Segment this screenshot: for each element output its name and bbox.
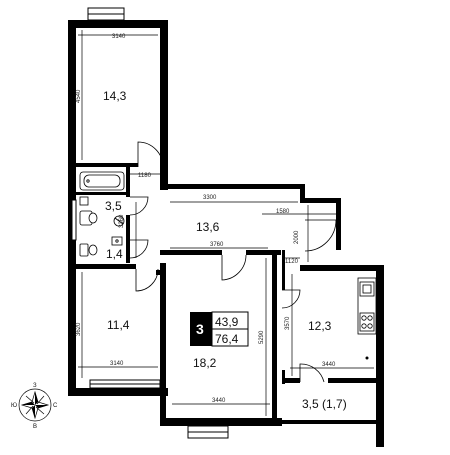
wall-hall-notch <box>300 184 305 202</box>
wall-hall-notch-top <box>300 198 340 203</box>
wall-center-top-right <box>246 250 281 255</box>
compass-ring <box>18 388 52 422</box>
wall-top-left <box>68 20 168 28</box>
dim-room1-length: 4540 <box>76 89 82 103</box>
area-toilet: 1,4 <box>106 247 123 261</box>
dim-hall-depth: 2000 <box>294 230 300 244</box>
wall-loggia-top-left <box>282 378 300 383</box>
wall-center-right <box>272 250 277 426</box>
door-wc <box>129 239 149 259</box>
total-area: 76,4 <box>215 332 239 346</box>
dim-kitchen-length: 3570 <box>285 316 291 330</box>
dim-center-width: 3440 <box>212 398 226 404</box>
dim-room1-width: 3140 <box>112 34 126 40</box>
door-room4 <box>135 268 159 292</box>
wall-kitchen-top <box>300 265 384 271</box>
windows <box>71 7 229 439</box>
room-count-box <box>190 312 212 346</box>
area-loggia: 3,5 (1,7) <box>302 397 347 411</box>
wall-center-left <box>160 270 166 426</box>
wall-room4-top <box>76 264 136 269</box>
wall-center-bottom <box>160 418 282 426</box>
door-center <box>221 254 247 281</box>
wall-hall-right <box>336 198 341 250</box>
compass-east: С <box>53 403 58 409</box>
dimension-labels: 3140 4540 1180 3360 3300 1580 3760 2000 … <box>76 34 336 404</box>
window-bath <box>71 199 77 241</box>
dim-bath-width: 1180 <box>138 173 152 179</box>
area-room4: 11,4 <box>107 318 130 332</box>
area-bathroom: 3,5 <box>105 199 122 213</box>
dim-kitchen-width: 3440 <box>322 362 336 368</box>
kitchen-outlet <box>365 356 369 360</box>
area-kitchen: 12,3 <box>308 319 332 333</box>
wall-loggia-top-right <box>328 378 384 383</box>
compass: З С В Ю <box>11 383 58 430</box>
wall-kitchen-right <box>376 265 384 447</box>
dim-room4-width: 3140 <box>110 361 124 367</box>
dim-center-length: 5290 <box>259 330 265 344</box>
wc-toilet <box>88 244 98 256</box>
wall-bath-right <box>126 167 130 197</box>
dim-kitchen-top: 1120 <box>285 259 299 265</box>
kitchen-stove <box>359 312 375 332</box>
room-areas: 14,3 3,5 1,4 13,6 11,4 18,2 12,3 3,5 (1,… <box>103 89 347 411</box>
bath-sink <box>79 196 89 206</box>
compass-south: В <box>33 424 37 430</box>
wall-room1-bottom <box>76 163 138 167</box>
compass-west: Ю <box>11 403 17 409</box>
door-entrance <box>304 219 337 252</box>
compass-north: З <box>33 383 37 389</box>
living-area: 43,9 <box>215 315 239 329</box>
wall-wc-right <box>126 215 130 263</box>
door-kitchen <box>281 289 301 309</box>
fixtures <box>79 171 377 360</box>
dim-hall-top: 3300 <box>203 195 217 201</box>
dim-wc-length: 3360 <box>119 214 125 228</box>
dim-room4-length: 3620 <box>76 322 82 336</box>
wall-bath-bottom <box>76 192 128 195</box>
area-room1: 14,3 <box>103 89 127 103</box>
area-room-center: 18,2 <box>193 356 217 370</box>
dimension-lines <box>78 30 374 416</box>
door-room1 <box>137 141 164 168</box>
dim-hall-side: 1580 <box>276 209 290 215</box>
door-bath <box>129 196 149 216</box>
dim-hall-bottom: 3760 <box>210 242 224 248</box>
door-loggia <box>299 363 325 383</box>
summary-badge: 3 43,9 76,4 <box>190 311 249 347</box>
wall-kitchen-left-lower <box>282 370 285 384</box>
wall-bottom-left <box>68 388 168 396</box>
wall-loggia-bottom <box>282 420 384 424</box>
room-count: 3 <box>196 321 204 337</box>
area-hall: 13,6 <box>196 220 220 234</box>
wall-top-right <box>160 20 168 190</box>
wall-center-top-left <box>160 250 222 255</box>
wall-hall-top <box>160 184 305 189</box>
wall-kitchen-left-upper <box>282 250 285 290</box>
